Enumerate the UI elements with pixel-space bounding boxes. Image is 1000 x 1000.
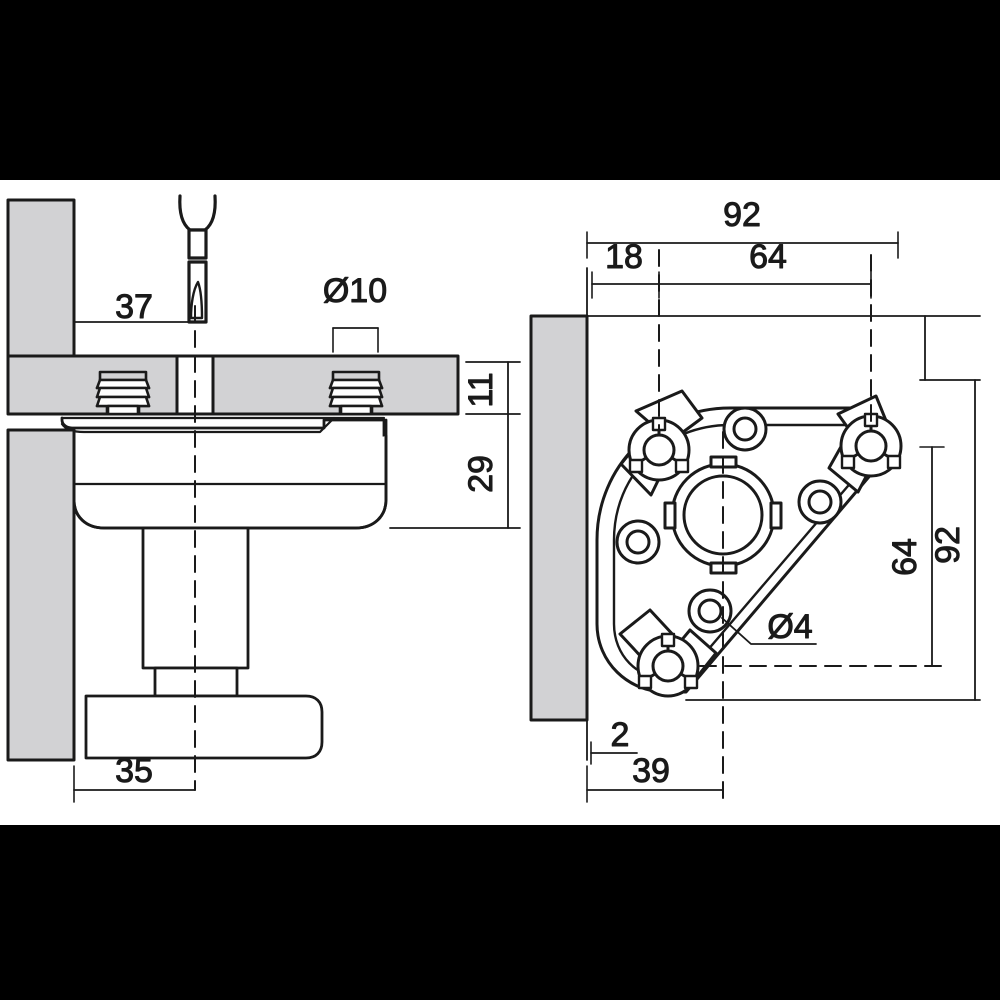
letterbox-band-bottom xyxy=(0,825,1000,1000)
centerlines-right-view xyxy=(658,249,951,801)
screwdriver-tool-icon xyxy=(178,194,217,324)
vertical-panel-lower xyxy=(6,428,76,762)
reference-lines-right-view xyxy=(586,267,981,761)
dim-64-right-label: 64 xyxy=(886,538,924,576)
dim-64-right xyxy=(919,446,945,667)
dim-29-label: 29 xyxy=(462,455,500,493)
dim-37-label: 37 xyxy=(115,288,153,326)
dim-d4-leader xyxy=(721,617,817,645)
vertical-panel-upper xyxy=(6,198,76,358)
dim-18-64 xyxy=(591,271,872,299)
leg-column xyxy=(141,526,250,698)
dim-39 xyxy=(586,765,724,803)
hole-left xyxy=(615,519,661,565)
dim-39-label: 39 xyxy=(632,752,670,790)
dim-d10-label: Ø10 xyxy=(323,272,387,310)
dim-18-label: 18 xyxy=(605,238,643,276)
dim-29 xyxy=(389,413,521,529)
threaded-insert-right xyxy=(328,370,384,416)
letterbox-band-top xyxy=(0,0,1000,180)
threaded-insert-left xyxy=(95,370,151,416)
star-screw-top-left xyxy=(619,389,704,497)
dim-35-label: 35 xyxy=(115,752,153,790)
star-screw-top-right xyxy=(827,394,903,494)
dim-92-top-label: 92 xyxy=(723,196,761,234)
wall-panel xyxy=(529,314,589,722)
plate-body-side xyxy=(60,416,388,530)
star-screw-bottom xyxy=(618,608,718,698)
knob-base xyxy=(84,694,324,760)
hole-top xyxy=(722,406,768,452)
dim-92-top xyxy=(586,231,899,259)
horizontal-panel xyxy=(6,354,460,416)
dim-92-right-label: 92 xyxy=(929,526,967,564)
dim-2 xyxy=(590,741,638,765)
dim-64-top-label: 64 xyxy=(749,238,787,276)
dim-11 xyxy=(465,361,521,415)
dim-d10 xyxy=(332,327,379,353)
dim-37 xyxy=(73,321,196,347)
dim-2-label: 2 xyxy=(611,716,630,754)
hole-bottom xyxy=(687,588,733,634)
dim-d4-label: Ø4 xyxy=(767,608,812,646)
dim-11-label: 11 xyxy=(462,372,500,407)
hole-right xyxy=(797,479,843,525)
dim-35 xyxy=(73,765,196,803)
